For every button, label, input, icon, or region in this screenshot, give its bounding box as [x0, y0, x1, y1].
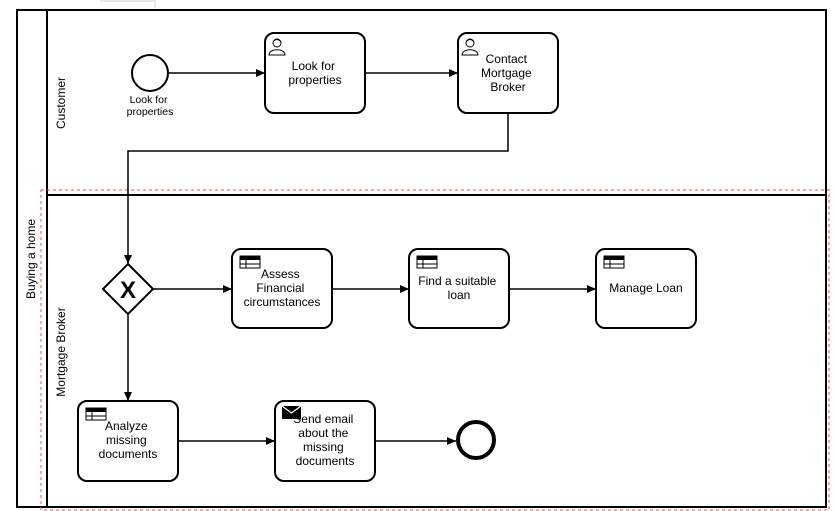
- task-label-line: documents: [99, 447, 158, 461]
- task-label-line: Find a suitable: [418, 274, 496, 288]
- start-event-label-line: Look for: [130, 94, 168, 106]
- flow-contact-to-gateway[interactable]: [124, 113, 509, 264]
- lane-customer[interactable]: Customer: [47, 77, 826, 196]
- task-label-line: loan: [448, 288, 471, 302]
- task-analyze-missing-documents[interactable]: Analyze missing documents: [77, 400, 179, 482]
- task-label-line: Mortgage: [481, 66, 532, 80]
- task-label-line: Assess: [261, 267, 300, 281]
- selection-outline: [40, 189, 830, 511]
- task-label: Send email about the missing documents: [293, 412, 356, 468]
- business-rule-icon: [603, 255, 625, 269]
- task-label: Find a suitable loan: [418, 274, 499, 302]
- lane-broker-label: Mortgage Broker: [54, 307, 68, 396]
- task-label-line: missing: [303, 440, 344, 454]
- pool-label: Buying a home: [24, 219, 38, 299]
- business-rule-icon: [416, 255, 438, 269]
- sequence-flows: [124, 69, 596, 445]
- task-label: Analyze missing documents: [99, 419, 158, 461]
- task-label: Look for properties: [288, 59, 341, 87]
- task-label-line: Contact: [486, 52, 528, 66]
- start-event-label-line: properties: [127, 106, 174, 118]
- business-rule-icon: [85, 407, 107, 421]
- task-label-line: Analyze: [105, 419, 148, 433]
- business-rule-icon: [239, 255, 261, 269]
- user-icon: [268, 38, 286, 56]
- task-manage-loan[interactable]: Manage Loan: [595, 248, 697, 329]
- task-label-line: documents: [296, 454, 355, 468]
- exclusive-gateway[interactable]: X: [101, 262, 155, 316]
- task-label-line: properties: [288, 73, 341, 87]
- task-send-email[interactable]: Send email about the missing documents: [274, 400, 376, 482]
- start-event[interactable]: Look for properties: [127, 54, 174, 118]
- start-event-label: Look for properties: [127, 94, 174, 118]
- task-label: Contact Mortgage Broker: [481, 52, 535, 94]
- task-label-line: Financial: [256, 281, 304, 295]
- task-look-for-properties[interactable]: Look for properties: [264, 32, 366, 114]
- task-label-line: about the: [298, 426, 348, 440]
- lane-customer-label: Customer: [54, 77, 68, 129]
- task-contact-mortgage-broker[interactable]: Contact Mortgage Broker: [457, 32, 559, 114]
- task-label: Manage Loan: [609, 281, 682, 295]
- task-label-line: Send email: [293, 412, 353, 426]
- task-label-line: Look for: [292, 59, 335, 73]
- task-label-line: circumstances: [244, 295, 321, 309]
- end-event[interactable]: [456, 420, 496, 460]
- task-label-line: missing: [106, 433, 147, 447]
- pool-buying-a-home[interactable]: Buying a home: [16, 9, 827, 508]
- task-label: Assess Financial circumstances: [244, 267, 321, 309]
- envelope-icon: [281, 405, 302, 419]
- task-label-line: Broker: [490, 80, 525, 94]
- lane-mortgage-broker[interactable]: Mortgage Broker: [54, 307, 68, 396]
- user-icon: [461, 38, 479, 56]
- gateway-x-icon: X: [120, 277, 136, 304]
- task-label-line: Manage Loan: [609, 281, 682, 295]
- task-assess-financial-circumstances[interactable]: Assess Financial circumstances: [231, 248, 333, 329]
- task-find-suitable-loan[interactable]: Find a suitable loan: [408, 248, 510, 329]
